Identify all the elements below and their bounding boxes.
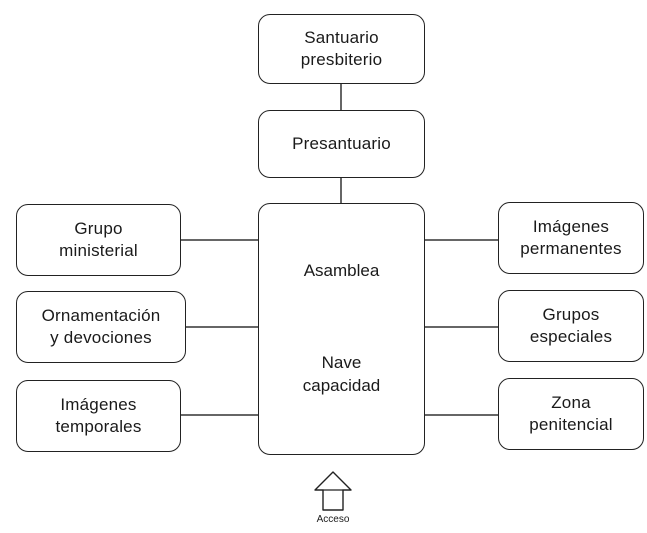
node-grupos-especiales: Grupos especiales [498, 290, 644, 362]
node-presantuario: Presantuario [258, 110, 425, 178]
node-label: especiales [529, 327, 613, 346]
node-label: Santuario [304, 28, 379, 47]
node-label: Presantuario [292, 134, 391, 153]
house-arrow-icon [314, 471, 352, 511]
node-label: Imágenes [60, 395, 137, 414]
node-label: Ornamentación [41, 306, 161, 325]
node-label: ministerial [59, 241, 138, 260]
node-asamblea-nave: Asamblea Nave capacidad [258, 203, 425, 455]
node-imagenes-permanentes: Imágenes permanentes [498, 202, 644, 274]
node-santuario-presbiterio: Santuario presbiterio [258, 14, 425, 84]
node-label: Imágenes [532, 217, 610, 236]
node-grupo-ministerial: Grupo ministerial [16, 204, 181, 276]
node-label: y devociones [50, 328, 152, 347]
node-label: temporales [55, 417, 142, 436]
node-label: Zona [551, 393, 591, 412]
node-label: Grupos [542, 305, 600, 324]
node-label: penitencial [529, 415, 613, 434]
node-ornamentacion-devociones: Ornamentación y devociones [16, 291, 186, 363]
access-label: Acceso [316, 514, 350, 525]
node-label: presbiterio [300, 50, 383, 69]
asamblea-label: Asamblea [303, 261, 380, 280]
node-label: Grupo [74, 219, 123, 238]
node-label: permanentes [520, 239, 622, 258]
node-zona-penitencial: Zona penitencial [498, 378, 644, 450]
capacidad-label: capacidad [302, 376, 381, 395]
node-imagenes-temporales: Imágenes temporales [16, 380, 181, 452]
nave-label: Nave [321, 353, 362, 372]
